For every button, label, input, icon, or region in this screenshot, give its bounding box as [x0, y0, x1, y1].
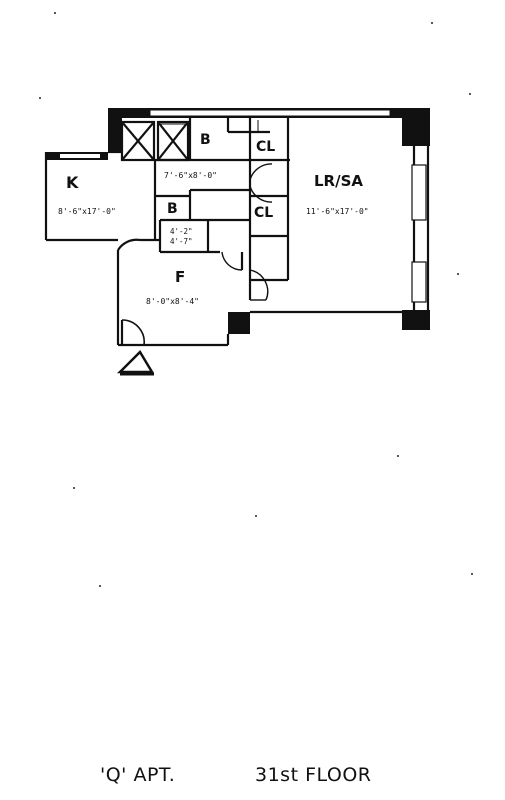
foyer-label: F	[175, 268, 185, 286]
closet-lower-label: CL	[254, 205, 273, 221]
kitchen-window	[60, 154, 100, 158]
closet-small-dims-2: 4'-7"	[170, 237, 193, 246]
floor-label: 31st FLOOR	[255, 764, 372, 786]
apartment-label: 'Q' APT.	[100, 764, 176, 786]
corner-bottom-right	[402, 310, 430, 330]
entry-arrow-icon	[116, 349, 155, 374]
corner-foyer	[228, 312, 250, 334]
living-dims: 11'-6"x17'-0"	[306, 207, 369, 216]
closet-upper-label: CL	[256, 139, 275, 155]
bath-lower-label: B	[167, 201, 178, 217]
top-window	[149, 109, 391, 117]
living-label: LR/SA	[314, 172, 363, 190]
right-window-lower	[411, 261, 427, 303]
kitchen-dims: 8'-6"x17'-0"	[58, 207, 116, 216]
corner-top-right	[402, 108, 430, 146]
closet-small-dims-1: 4'-2"	[170, 227, 193, 236]
scan-specks	[39, 12, 473, 587]
bath-upper-dims: 7'-6"x8'-0"	[164, 171, 217, 180]
walls	[44, 108, 430, 347]
bath-upper-label: B	[200, 132, 211, 148]
plan-caption: 'Q' APT. 31st FLOOR	[0, 764, 505, 794]
foyer-dims: 8'-0"x8'-4"	[146, 297, 199, 306]
kitchen-label: K	[66, 173, 79, 192]
right-window-upper	[411, 164, 427, 221]
corner-top-left	[108, 108, 122, 153]
